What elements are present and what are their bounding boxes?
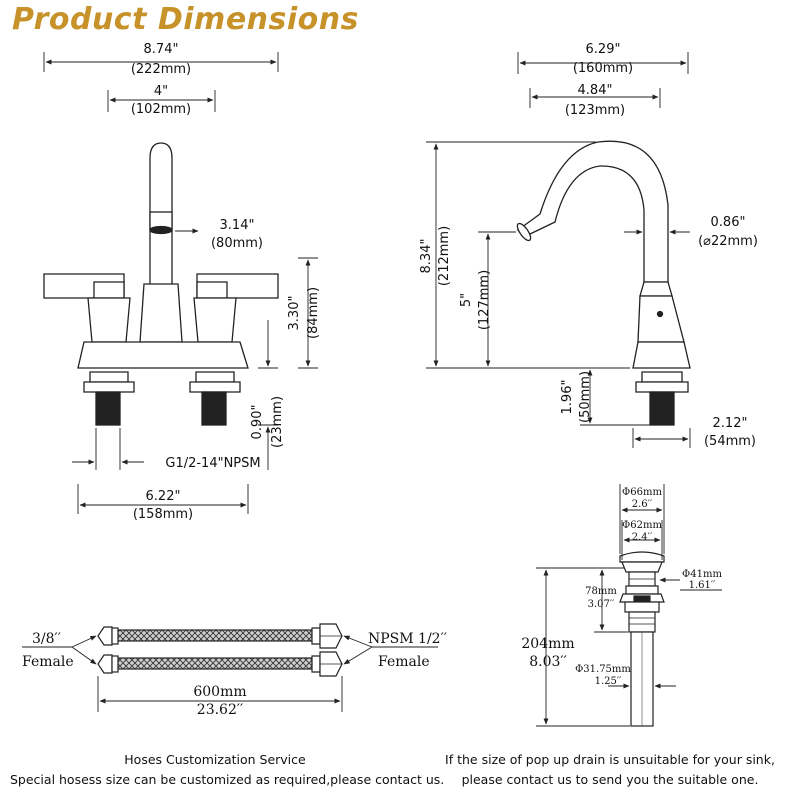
reach-mm: (123mm) bbox=[565, 103, 625, 118]
base-depth-mm: (54mm) bbox=[704, 434, 756, 449]
front-dimension-labels: 8.74" (222mm) 4" (102mm) 3.14" (80mm) 3.… bbox=[131, 42, 321, 522]
front-dimension-lines bbox=[43, 52, 318, 514]
drain-note-line2: please contact us to send you the suitab… bbox=[461, 772, 759, 787]
drain-drawing bbox=[619, 551, 665, 727]
total-height-mm: (212mm) bbox=[437, 226, 452, 286]
hose-labels: 3/8′′ Female NPSM 1/2′′ Female 600mm 23.… bbox=[22, 631, 447, 718]
base-width-in: 6.22" bbox=[146, 489, 181, 504]
base-width-mm: (158mm) bbox=[133, 507, 193, 522]
body-height-in: 3.30" bbox=[287, 296, 302, 331]
front-view-faucet bbox=[43, 142, 279, 426]
hose-drawing bbox=[97, 623, 343, 677]
spout-clearance-mm: (127mm) bbox=[477, 270, 492, 330]
overall-depth-in: 6.29" bbox=[586, 42, 621, 57]
drain-d41-mm: Φ41mm bbox=[682, 569, 722, 580]
spout-diameter-in: 0.86" bbox=[711, 215, 746, 230]
drain-dimension-lines bbox=[536, 484, 722, 727]
drain-h78-in: 3.07′′ bbox=[588, 599, 616, 610]
drain-labels: Φ66mm 2.6′′ Φ62mm 2.4′′ Φ41mm 1.61′′ 78m… bbox=[521, 487, 722, 687]
shank-length-mm: (23mm) bbox=[270, 396, 285, 448]
drain-d3175-in: 1.25′′ bbox=[595, 676, 623, 687]
reach-in: 4.84" bbox=[578, 83, 613, 98]
hose-right-size: NPSM 1/2′′ bbox=[368, 631, 447, 647]
drain-h204-in: 8.03′′ bbox=[529, 654, 567, 670]
drain-note-line1: If the size of pop up drain is unsuitabl… bbox=[445, 752, 775, 767]
total-height-in: 8.34" bbox=[419, 239, 434, 274]
drain-d66-mm: Φ66mm bbox=[622, 487, 662, 498]
base-depth-in: 2.12" bbox=[713, 416, 748, 431]
spout-height-in: 3.14" bbox=[220, 218, 255, 233]
center-mm: (102mm) bbox=[131, 102, 191, 117]
spout-clearance-in: 5" bbox=[459, 293, 474, 307]
drain-d41-in: 1.61′′ bbox=[689, 580, 717, 591]
thread-label: G1/2-14"NPSM bbox=[165, 456, 260, 471]
overall-depth-mm: (160mm) bbox=[573, 61, 633, 76]
base-height-in: 1.96" bbox=[560, 380, 575, 415]
center-in: 4" bbox=[154, 84, 168, 99]
hose-left-type: Female bbox=[22, 654, 74, 670]
drain-d62-in: 2.4′′ bbox=[632, 532, 653, 543]
drain-h78-mm: 78mm bbox=[585, 586, 617, 597]
drain-d66-in: 2.6′′ bbox=[632, 499, 653, 510]
shank-length-in: 0.90" bbox=[250, 405, 265, 440]
drain-d62-mm: Φ62mm bbox=[622, 520, 662, 531]
body-height-mm: (84mm) bbox=[306, 287, 321, 339]
drain-h204-mm: 204mm bbox=[521, 636, 574, 652]
hose-left-size: 3/8′′ bbox=[32, 631, 61, 647]
hose-note-body: Special hosess size can be customized as… bbox=[10, 772, 445, 787]
spout-height-mm: (80mm) bbox=[211, 236, 263, 251]
spout-diameter-mm: (⌀22mm) bbox=[698, 234, 758, 249]
hose-note-title: Hoses Customization Service bbox=[124, 752, 306, 767]
hose-leader-lines bbox=[22, 635, 438, 712]
side-view-faucet bbox=[516, 140, 691, 426]
hose-length-in: 23.62′′ bbox=[197, 702, 243, 718]
side-dimension-lines bbox=[426, 52, 691, 448]
overall-width-in: 8.74" bbox=[144, 42, 179, 57]
drain-d3175-mm: Φ31.75mm bbox=[575, 664, 631, 675]
overall-width-mm: (222mm) bbox=[131, 62, 191, 77]
hose-right-type: Female bbox=[378, 654, 430, 670]
base-height-mm: (50mm) bbox=[578, 371, 593, 423]
page-title: Product Dimensions bbox=[12, 2, 359, 37]
hose-length-mm: 600mm bbox=[193, 684, 246, 700]
side-dimension-labels: 6.29" (160mm) 4.84" (123mm) 8.34" (212mm… bbox=[419, 42, 758, 449]
